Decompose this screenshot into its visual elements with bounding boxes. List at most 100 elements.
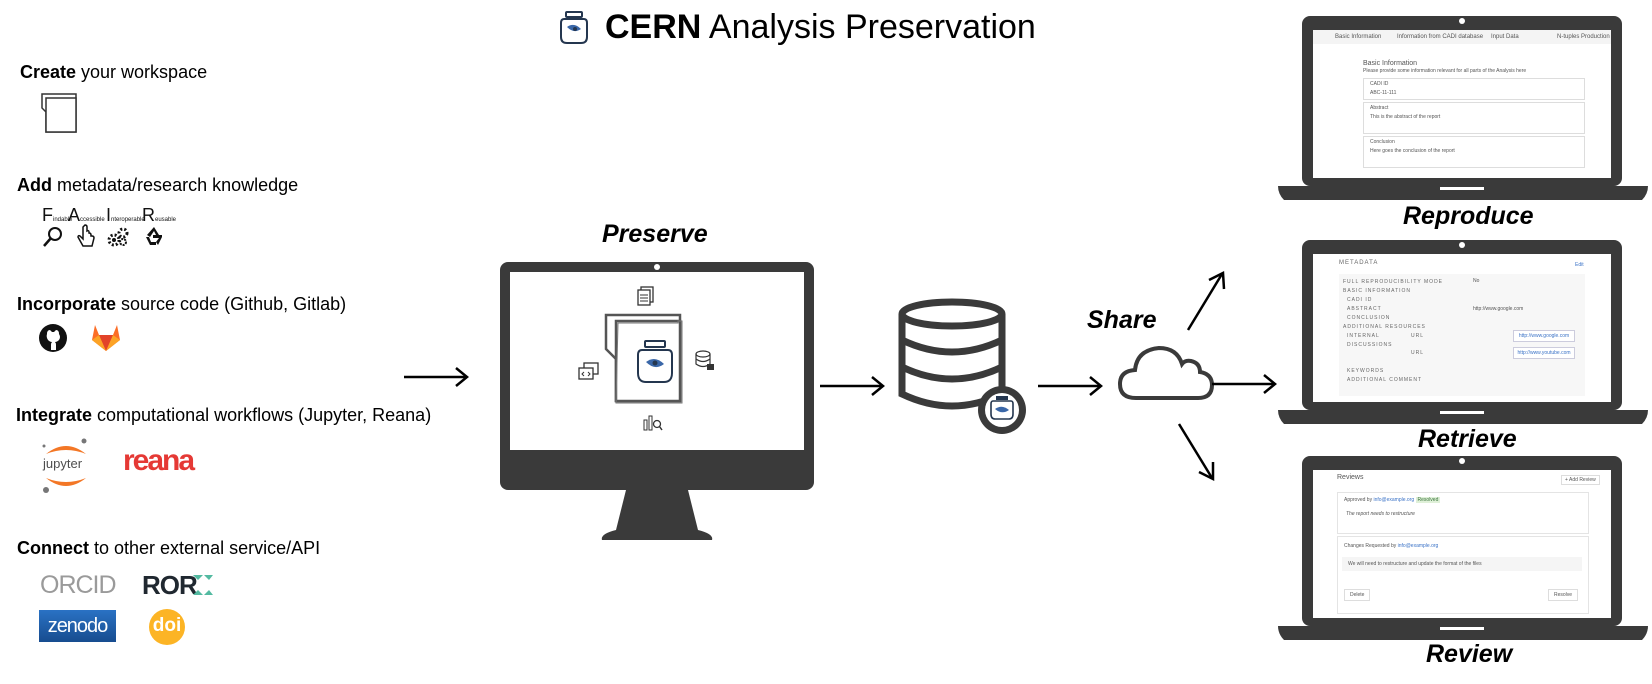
share-label: Share (1087, 306, 1157, 334)
review-label: Review (1426, 640, 1513, 668)
conclusion-label: Conclusion (1370, 139, 1395, 145)
resolved-badge: Resolved (1415, 497, 1441, 503)
metadata-row: ADDITIONAL COMMENT (1347, 377, 1423, 383)
step-connect-bold: Connect (17, 538, 89, 558)
fair-interoperable: Interoperable (106, 205, 145, 226)
database-icon (898, 298, 1026, 434)
url-label: URL (1411, 333, 1425, 339)
arrow-to-reproduce (1186, 271, 1226, 331)
metadata-row: CONCLUSION (1347, 315, 1391, 321)
title-bold: CERN (605, 8, 702, 46)
fair-r-small: eusable (155, 217, 177, 223)
fair-i-small: nteroperable (111, 217, 145, 223)
add-review-button[interactable]: + Add Review (1561, 475, 1600, 485)
approved-by-text: Approved by (1344, 497, 1373, 503)
metadata-row: BASIC INFORMATION (1343, 288, 1412, 294)
recycle-icon (146, 227, 162, 245)
step-incorporate-bold: Incorporate (17, 294, 117, 314)
arrow-into-preserve (404, 367, 469, 387)
metadata-row: ABSTRACT (1347, 306, 1382, 312)
changes-requested-text: Changes Requested by (1344, 543, 1397, 549)
url-2-link[interactable]: http://www.youtube.com (1513, 347, 1575, 359)
title-rest: Analysis Preservation (701, 8, 1036, 46)
jupyter-logo-arcs (42, 438, 87, 493)
step-create-bold: Create (20, 62, 77, 82)
mode-value: No (1473, 278, 1480, 284)
step-create: Create your workspace (20, 62, 207, 83)
cadi-value: ABC-11-111 (1370, 90, 1397, 96)
fair-a-small: ccessible (80, 217, 105, 223)
tab-basic-info[interactable]: Basic Information (1335, 34, 1382, 40)
delete-review-button[interactable]: Delete (1344, 589, 1371, 601)
approved-by-label: Approved by info@example.org Resolved (1344, 497, 1441, 503)
metadata-row: CADI ID (1347, 297, 1373, 303)
reproduce-section-desc: Please provide some information relevant… (1363, 68, 1527, 74)
abstract-field[interactable]: Abstract This is the abstract of the rep… (1363, 102, 1585, 134)
step-incorporate: Incorporate source code (Github, Gitlab) (17, 294, 346, 315)
tab-input-data[interactable]: Input Data (1491, 34, 1519, 40)
reproduce-tabs (1313, 30, 1611, 44)
reviews-heading: Reviews (1337, 474, 1364, 481)
metadata-row: KEYWORDS (1347, 368, 1385, 374)
preserve-label: Preserve (602, 220, 708, 248)
tab-cadi[interactable]: Information from CADI database (1397, 34, 1484, 40)
cadi-field[interactable]: CADI ID ABC-11-111 (1363, 78, 1585, 100)
folder-icon (41, 93, 77, 133)
zenodo-logo: zenodo (39, 610, 116, 642)
fair-findable: Findable (42, 205, 72, 226)
step-connect-text: to other external service/API (89, 538, 321, 558)
approved-by-email[interactable]: info@example.org (1373, 497, 1415, 503)
metadata-row: DISCUSSIONS (1347, 342, 1393, 348)
arrow-to-review (1177, 423, 1215, 482)
ror-marks-icon (193, 575, 213, 595)
step-integrate-bold: Integrate (16, 405, 93, 425)
fair-a: A (68, 205, 81, 225)
conclusion-value: Here goes the conclusion of the report (1370, 148, 1455, 154)
review-approved-card: Approved by info@example.org Resolved Th… (1337, 492, 1589, 534)
orcid-logo: ORCID (40, 571, 117, 600)
analytics-search-icon (643, 415, 663, 431)
database-lock-icon (695, 350, 714, 370)
resolve-review-button[interactable]: Resolve (1548, 589, 1579, 601)
review-screen: Reviews + Add Review Approved by info@ex… (1313, 470, 1611, 618)
jupyter-logo: jupyter (43, 456, 83, 471)
abstract-url-value: http://www.google.com (1473, 306, 1524, 312)
abstract-value: This is the abstract of the report (1370, 114, 1441, 120)
review-comment-2: We will need to restructure and update t… (1342, 557, 1582, 571)
step-create-text: your workspace (76, 62, 208, 82)
fair-f-small: indable (53, 217, 73, 223)
magnifier-icon (43, 227, 62, 247)
page-title: CERN Analysis Preservation (557, 8, 1036, 47)
cloud-icon (1117, 345, 1215, 400)
metadata-row: INTERNAL (1347, 333, 1380, 339)
metadata-row: ADDITIONAL RESOURCES (1343, 324, 1426, 330)
fair-f: F (42, 205, 53, 225)
step-incorporate-text: source code (Github, Gitlab) (116, 294, 347, 314)
reana-logo: reana (123, 444, 195, 477)
review-changes-card: Changes Requested by info@example.org We… (1337, 536, 1589, 614)
tab-ntuples[interactable]: N-tuples Production (1557, 34, 1610, 40)
review-comment-1: The report needs to restructure (1346, 511, 1415, 517)
ror-logo: ROR (142, 570, 198, 600)
jar-icon (560, 10, 588, 44)
changes-requested-email[interactable]: info@example.org (1397, 543, 1439, 549)
metadata-heading: METADATA (1339, 260, 1379, 266)
changes-requested-label: Changes Requested by info@example.org (1344, 543, 1438, 549)
cadi-label: CADI ID (1370, 81, 1389, 87)
arrow-to-database (820, 376, 885, 396)
gears-icon (107, 227, 129, 247)
arrow-to-retrieve (1212, 374, 1277, 394)
reproduce-section-title: Basic Information (1363, 60, 1418, 67)
orcid-logo-text: ORCID (40, 571, 117, 599)
step-add-bold: Add (17, 175, 52, 195)
step-add-text: metadata/research knowledge (52, 175, 299, 195)
reproduce-screen: Basic Information Information from CADI … (1313, 30, 1611, 178)
step-integrate-text: computational workflows (Jupyter, Reana) (92, 405, 432, 425)
conclusion-field[interactable]: Conclusion Here goes the conclusion of t… (1363, 136, 1585, 168)
pointer-hand-icon (77, 224, 95, 247)
url-label-2: URL (1411, 350, 1425, 356)
url-1-link[interactable]: http://www.google.com (1513, 330, 1575, 342)
arrow-to-cloud (1038, 376, 1103, 396)
metadata-edit-link[interactable]: Edit (1575, 262, 1584, 268)
fair-reusable: Reusable (142, 205, 176, 226)
